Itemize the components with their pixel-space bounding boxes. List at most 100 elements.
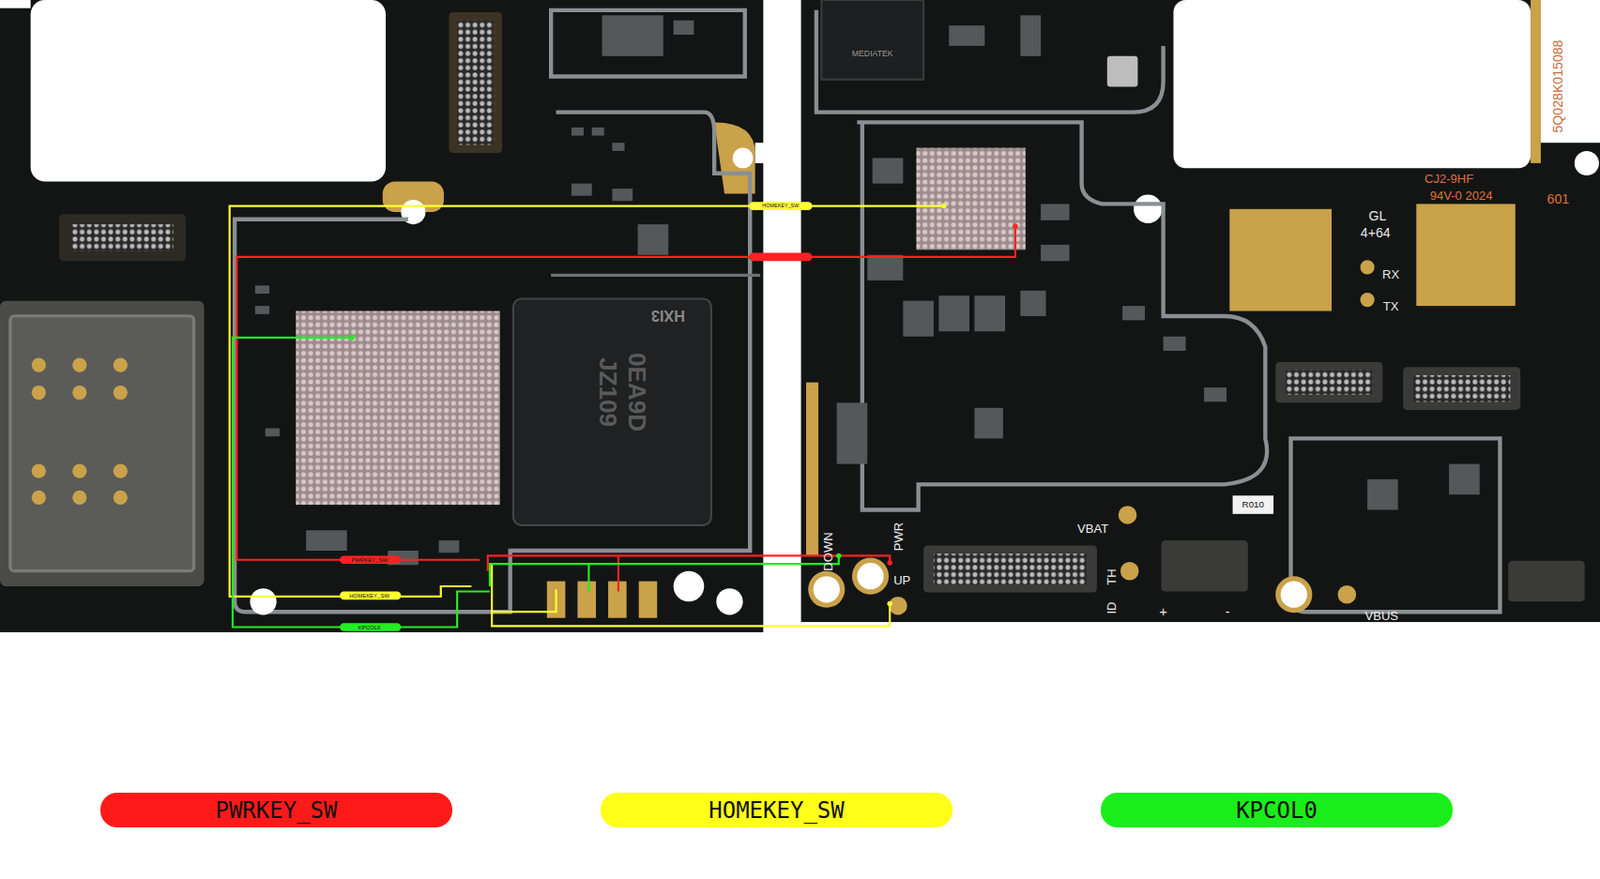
trace-kpcol0-part [587,563,590,592]
left-board-part-part [113,385,128,400]
chip-marking: 0EA9D [624,352,649,432]
left-board-part [550,10,746,77]
right-board-part-part [902,301,934,337]
left-board-part-part [72,385,87,400]
left-board-part-part [113,464,128,479]
right-board-part-part [948,25,985,46]
left-board-part-part [255,285,270,294]
left-board-part [255,15,695,565]
right-board-part-part [1118,505,1138,525]
right-board-part-part [1020,15,1041,56]
trace-tag-part [748,253,812,262]
trace-tag [339,201,812,632]
left-board-part-part [113,490,128,505]
left-board-part-part [255,305,270,315]
left-board-part-part [439,540,460,553]
trace-pwrkey [236,226,1016,592]
left-board-part [59,213,186,261]
left-board-part [234,112,750,613]
legend-text: KPCOL0 [1235,797,1318,824]
left-board-part-part [577,581,596,619]
legend-swatch: PWRKEY_SW [100,792,453,828]
left-board-part [249,571,743,616]
right-board-part [1229,209,1332,312]
component-marking: R010 [1241,500,1265,510]
right-board-part [806,382,819,557]
right-board-part-part [807,571,845,609]
right-board-part [1574,151,1600,176]
legend-swatch: KPCOL0 [1100,792,1453,828]
left-board-part-part [639,581,658,619]
right-board-part-part [1367,479,1399,511]
trace-tag-part [339,623,401,632]
trace-homekey [229,206,945,627]
left-board-part-part [592,127,605,137]
right-board-part [1133,195,1162,224]
left-board-part [0,0,763,633]
silkscreen-text: VBAT [1077,523,1109,536]
legend-swatch: HOMEKEY_SW [600,792,953,828]
silkscreen-text: 94V-0 2024 [1430,189,1494,202]
right-board-part [813,563,1308,609]
right-board-part [1173,0,1531,168]
right-board-part-part [1040,244,1069,261]
right-board-part [856,121,1267,510]
right-board-part [1233,495,1274,515]
right-board-part-part [1448,464,1480,496]
trace-pwrkey-part [617,555,620,592]
left-board-part-part [638,224,670,256]
silkscreen-text: TX [1383,301,1400,314]
left-board-part-part [673,20,695,35]
trace-homekey-part [229,206,945,597]
right-board-part-part [888,596,908,616]
right-board-part-part [938,295,970,332]
silkscreen-text: UP [893,574,911,587]
right-board-part-part [1120,562,1140,581]
left-board-part-part [602,15,664,56]
silkscreen-text: PWR [892,522,905,551]
left-board-part-part [31,358,46,373]
left-board-part-part [72,490,87,505]
trace-end-dot [349,203,1018,607]
left-board-part-part [571,127,584,137]
left-board-part [0,301,204,587]
silkscreen-text: TH [1106,569,1119,586]
left-board-part-part [265,428,280,438]
right-board-part-part [872,157,904,183]
left-board-part [295,311,500,506]
right-board-part-part [852,558,889,595]
left-board-part [10,316,195,572]
right-board-part [1359,259,1374,275]
right-board-part-part [1275,576,1312,613]
silkscreen-text: DOWN [822,532,835,571]
left-board-part-part [673,571,705,603]
left-board-part [547,581,657,619]
trace-label: KPCOL0 [358,624,381,631]
right-board-part-part [1338,585,1357,605]
serial-number: 5Q028K015088 [1551,39,1565,135]
left-board-part [71,224,174,251]
trace-homekey-part [491,589,557,612]
right-board-part [915,148,1025,251]
silkscreen-text: GL [1369,209,1387,223]
right-board-part [923,546,1098,594]
right-board-part [1508,561,1585,602]
silkscreen-text: VBUS [1365,609,1400,623]
right-board-part-part [974,295,1006,332]
left-board-part [0,0,31,9]
right-board-part [1540,0,1600,143]
trace-label: HOMEKEY_SW [761,203,799,209]
right-board-part-part [837,402,869,464]
left-board-part [513,298,712,525]
legend-text: PWRKEY_SW [214,797,337,824]
right-board-part [1416,203,1515,306]
left-board-part-part [305,530,347,551]
trace-end-dot-part [941,203,946,209]
left-board-part-part [31,490,46,505]
left-board-part-part [611,188,633,201]
right-board-part-part [856,563,884,590]
trace-kpcol0-part [232,337,490,628]
right-board-part [1275,362,1383,403]
